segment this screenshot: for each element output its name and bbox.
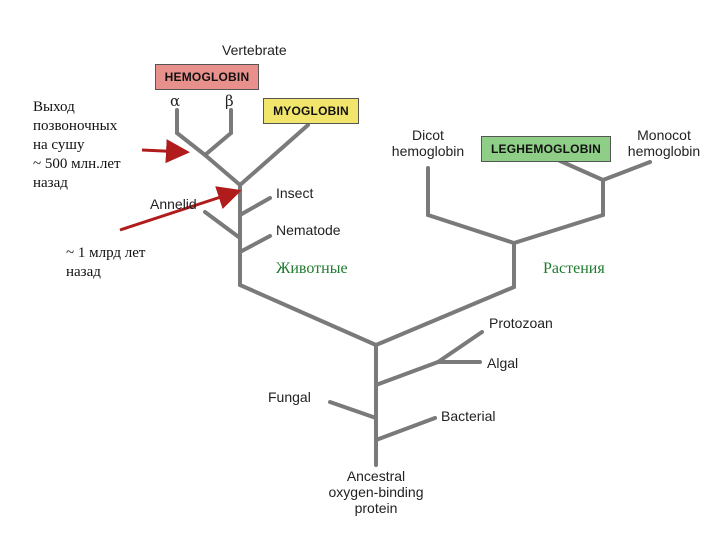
branch-alpha <box>175 131 207 157</box>
branch-insect <box>238 196 272 217</box>
branch-annelid <box>203 210 242 240</box>
branch-vertebrate <box>203 153 242 187</box>
label-beta: β <box>225 92 234 110</box>
label-dicot-line2: hemoglobin <box>391 143 465 159</box>
label-monocot-line2: hemoglobin <box>627 143 701 159</box>
arrow-land-exit <box>141 139 190 164</box>
label-monocot-hemoglobin: Monocot hemoglobin <box>618 127 710 159</box>
branch-bacterial <box>374 416 437 442</box>
label-ancestral-protein: Ancestral oxygen-binding protein <box>306 468 446 516</box>
branch-leghemo <box>556 158 605 182</box>
annotation-land-exit-line1: Выход <box>33 99 75 115</box>
label-vertebrate: Vertebrate <box>222 42 287 58</box>
annotation-plants: Растения <box>543 260 605 277</box>
label-ancestral-line1: Ancestral <box>346 468 406 484</box>
label-algal: Algal <box>487 355 519 371</box>
annotation-billion-years: ~ 1 млрд лет назад <box>66 244 145 282</box>
label-alpha: α <box>170 92 181 110</box>
label-dicot-hemoglobin: Dicot hemoglobin <box>382 127 474 159</box>
branch-plants <box>374 285 516 347</box>
label-dicot-line1: Dicot <box>412 127 444 143</box>
branch-monocot <box>601 160 652 182</box>
annotation-land-exit: Выход позвоночных на сушу ~ 500 млн.лет … <box>33 98 121 193</box>
branch-myoglobin <box>238 123 310 187</box>
annotation-billion-line1: ~ 1 млрд лет <box>66 245 146 261</box>
label-monocot-line1: Monocot <box>637 127 691 143</box>
annotation-land-exit-line3: на сушу <box>33 137 85 153</box>
label-ancestral-line2: oxygen-binding <box>328 484 424 500</box>
branch-plants-right <box>512 213 605 245</box>
annotation-land-exit-line2: позвоночных <box>33 118 118 134</box>
label-ancestral-line3: protein <box>354 500 398 516</box>
branch-algal-protozoan <box>374 360 440 387</box>
annotation-billion-line2: назад <box>66 264 101 280</box>
box-leghemoglobin: LEGHEMOGLOBIN <box>481 136 611 162</box>
branch-plants-split <box>426 213 516 245</box>
arrow-billion-years <box>119 186 242 232</box>
label-annelid: Annelid <box>150 196 197 212</box>
annotation-animals: Животные <box>276 260 348 277</box>
label-protozoan: Protozoan <box>489 315 553 331</box>
box-hemoglobin: HEMOGLOBIN <box>155 64 259 90</box>
label-insect: Insect <box>276 185 314 201</box>
label-nematode: Nematode <box>276 222 341 238</box>
branch-nematode <box>238 234 272 254</box>
annotation-land-exit-line4: ~ 500 млн.лет <box>33 156 121 172</box>
label-bacterial: Bacterial <box>441 408 496 424</box>
branch-animals <box>238 283 378 347</box>
branch-fungal <box>328 400 378 420</box>
branch-protozoan <box>436 330 484 364</box>
label-fungal: Fungal <box>268 389 311 405</box>
annotation-land-exit-line5: назад <box>33 175 68 191</box>
box-myoglobin: MYOGLOBIN <box>263 98 359 124</box>
branch-beta <box>203 131 233 157</box>
